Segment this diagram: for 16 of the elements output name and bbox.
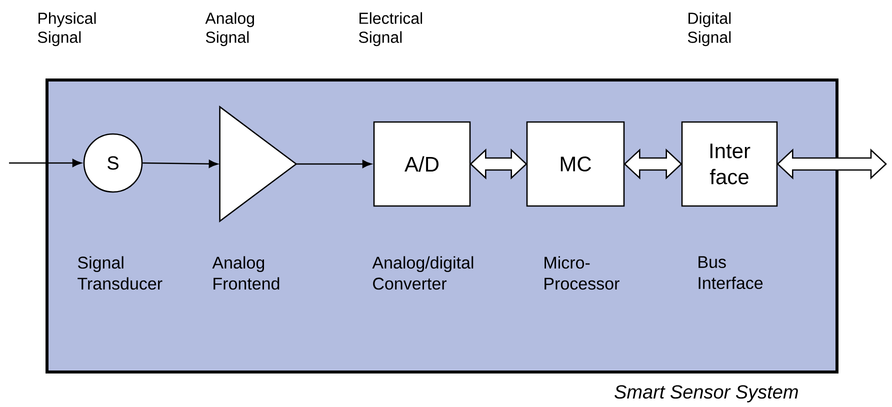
arrow xyxy=(9,159,82,167)
system-title: Smart Sensor System xyxy=(614,385,798,402)
caption-text: Micro- Processor xyxy=(544,256,620,290)
signal-label: Physical Signal xyxy=(38,12,96,46)
signal-label: Electrical Signal xyxy=(358,12,422,46)
process-box: Inter face xyxy=(681,121,778,207)
caption-text: Bus Interface xyxy=(698,256,763,290)
signal-label: Digital Signal xyxy=(688,12,731,46)
caption-text: Analog Frontend xyxy=(212,256,280,290)
caption-text: Analog/digital Converter xyxy=(372,256,474,290)
signal-label: Analog Signal xyxy=(205,12,254,46)
arrow xyxy=(296,160,372,168)
arrow xyxy=(142,160,218,168)
caption-text: Signal Transducer xyxy=(78,256,162,290)
process-box: A/D xyxy=(373,121,471,207)
process-box: MC xyxy=(526,121,625,207)
